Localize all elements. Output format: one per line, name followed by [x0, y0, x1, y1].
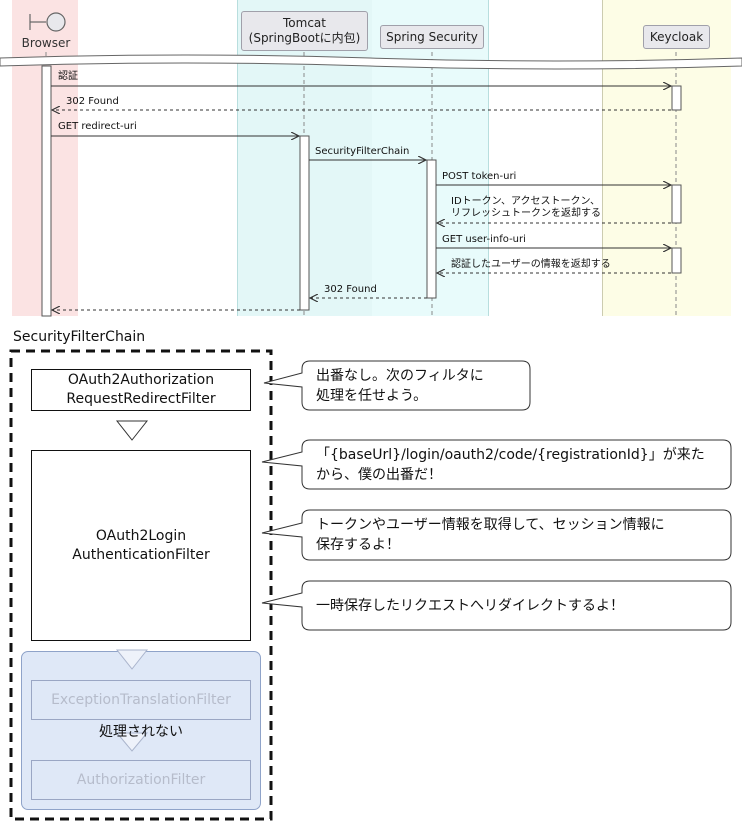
msg-label-userinfo: GET user-info-uri — [442, 234, 526, 245]
keycloak-activation-1 — [671, 85, 682, 111]
callout-text-4: 一時保存したリクエストへリダイレクトするよ！ — [316, 598, 624, 614]
msg-label-get-redirect: GET redirect-uri — [58, 121, 137, 132]
msg-label-302-1: 302 Found — [66, 96, 119, 107]
callout-bubble-2 — [261, 439, 732, 490]
participant-tomcat: Tomcat (SpringBootに内包) — [241, 11, 368, 51]
filter-oauth2-login-authentication: OAuth2Login AuthenticationFilter — [31, 450, 251, 641]
keycloak-activation-2 — [671, 184, 682, 224]
sequence-break-band — [0, 54, 742, 70]
participant-browser: Browser — [21, 36, 71, 50]
filter-chain-svg — [9, 349, 732, 821]
keycloak-activation-3 — [671, 247, 682, 274]
filter-authorization: AuthorizationFilter — [31, 760, 251, 800]
browser-activation — [41, 65, 52, 317]
msg-label-302-2: 302 Found — [324, 284, 377, 295]
filter-oauth2-authorization-redirect: OAuth2Authorization RequestRedirectFilte… — [31, 369, 251, 411]
tomcat-activation — [299, 135, 310, 311]
msg-label-post-token: POST token-uri — [442, 171, 517, 182]
callout-text-2: 「{baseUrl}/login/oauth2/code/{registrati… — [316, 447, 705, 483]
callout-text-3: トークンやユーザー情報を取得して、セッション情報に 保存するよ！ — [316, 517, 665, 553]
browser-boundary-icon — [29, 12, 66, 32]
filter-exception-translation: ExceptionTranslationFilter — [31, 680, 251, 720]
filter-chain-border — [9, 349, 273, 821]
callout-bubble-3 — [261, 509, 732, 561]
callout-bubble-1 — [263, 360, 531, 411]
callout-bubble-4 — [261, 580, 732, 631]
not-processed-triangles — [115, 649, 149, 752]
msg-label-token-return: IDトークン、アクセストークン、 リフレッシュトークンを返却する — [451, 196, 601, 219]
callout-text-1: 出番なし。次のフィルタに 処理を任せよう。 — [316, 368, 484, 404]
not-processed-label: 処理されない — [99, 724, 183, 740]
msg-label-auth: 認証 — [58, 71, 78, 82]
keycloak-lane — [602, 0, 731, 316]
spring-security-activation — [426, 159, 437, 299]
sequence-svg — [0, 12, 742, 317]
msg-label-filter-chain: SecurityFilterChain — [315, 146, 410, 157]
flow-triangle-3 — [115, 732, 149, 752]
filter-chain-title: SecurityFilterChain — [13, 329, 146, 345]
sequence-diagram: Browser Tomcat (SpringBootに内包) Spring Se… — [0, 0, 742, 320]
participant-spring-security: Spring Security — [380, 25, 484, 49]
flow-triangle-1 — [115, 420, 149, 441]
flow-triangle-2 — [115, 649, 149, 670]
msg-label-userinfo-return: 認証したユーザーの情報を返却する — [451, 259, 611, 270]
participant-keycloak: Keycloak — [643, 25, 710, 49]
